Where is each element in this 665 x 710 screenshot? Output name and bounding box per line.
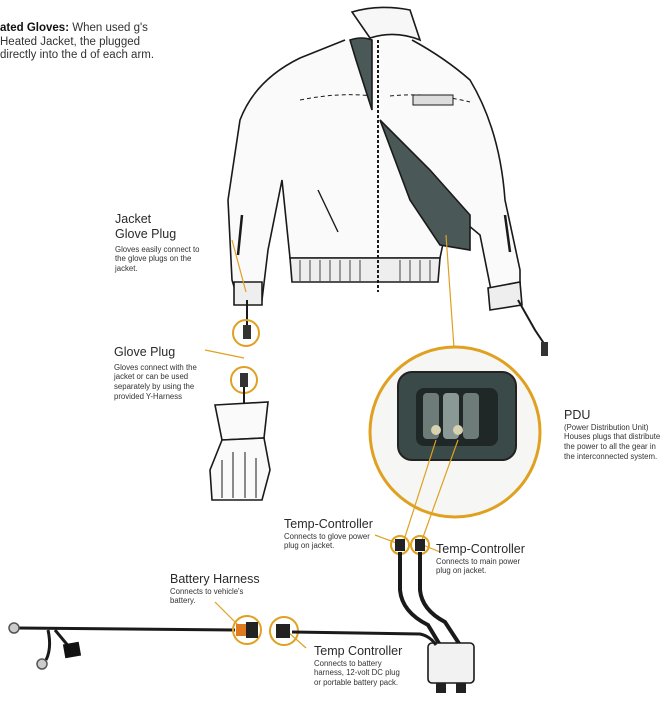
label-title: Temp Controller xyxy=(314,644,419,659)
label-title: Jacket xyxy=(115,212,235,227)
label-desc: Connects to vehicle's battery. xyxy=(170,587,255,606)
label-title: Glove Plug xyxy=(115,227,235,242)
label-desc: Gloves connect with the jacket or can be… xyxy=(114,363,204,402)
plug-icon xyxy=(233,616,298,645)
label-title: Temp-Controller xyxy=(284,517,396,532)
label-temp-controller-glove: Temp-Controller Connects to glove power … xyxy=(284,517,396,551)
plug-icon xyxy=(391,536,429,554)
label-battery-harness: Battery Harness Connects to vehicle's ba… xyxy=(170,572,280,606)
label-title: Glove Plug xyxy=(114,345,219,360)
label-title: PDU xyxy=(564,408,664,423)
ring-terminal-icon xyxy=(9,623,47,669)
label-desc: Connects to main power plug on jacket. xyxy=(436,557,528,576)
label-desc: Gloves easily connect to the glove plugs… xyxy=(115,245,210,274)
label-title: Battery Harness xyxy=(170,572,280,587)
intro-text: ated Gloves: When used g's Heated Jacket… xyxy=(0,22,170,63)
label-temp-controller-battery: Temp Controller Connects to battery harn… xyxy=(314,644,419,688)
label-desc: Connects to glove power plug on jacket. xyxy=(284,532,379,551)
label-subtitle: (Power Distribution Unit) xyxy=(564,423,664,433)
jacket-illustration xyxy=(228,7,522,310)
label-pdu: PDU (Power Distribution Unit) Houses plu… xyxy=(564,408,664,462)
plug-icon xyxy=(233,300,259,346)
pdu-photo xyxy=(398,372,516,460)
label-title: Temp-Controller xyxy=(436,542,546,557)
label-temp-controller-main: Temp-Controller Connects to main power p… xyxy=(436,542,546,576)
glove-illustration xyxy=(210,402,270,500)
plug-icon xyxy=(231,367,257,405)
label-glove-plug: Glove Plug Gloves connect with the jacke… xyxy=(114,345,219,402)
label-jacket-glove-plug: Jacket Glove Plug Gloves easily connect … xyxy=(115,212,235,274)
label-desc: Houses plugs that distribute the power t… xyxy=(564,432,664,461)
label-desc: Connects to battery harness, 12-volt DC … xyxy=(314,659,402,688)
intro-bold: ated Gloves: xyxy=(0,22,69,34)
controller-box-icon xyxy=(428,643,474,693)
